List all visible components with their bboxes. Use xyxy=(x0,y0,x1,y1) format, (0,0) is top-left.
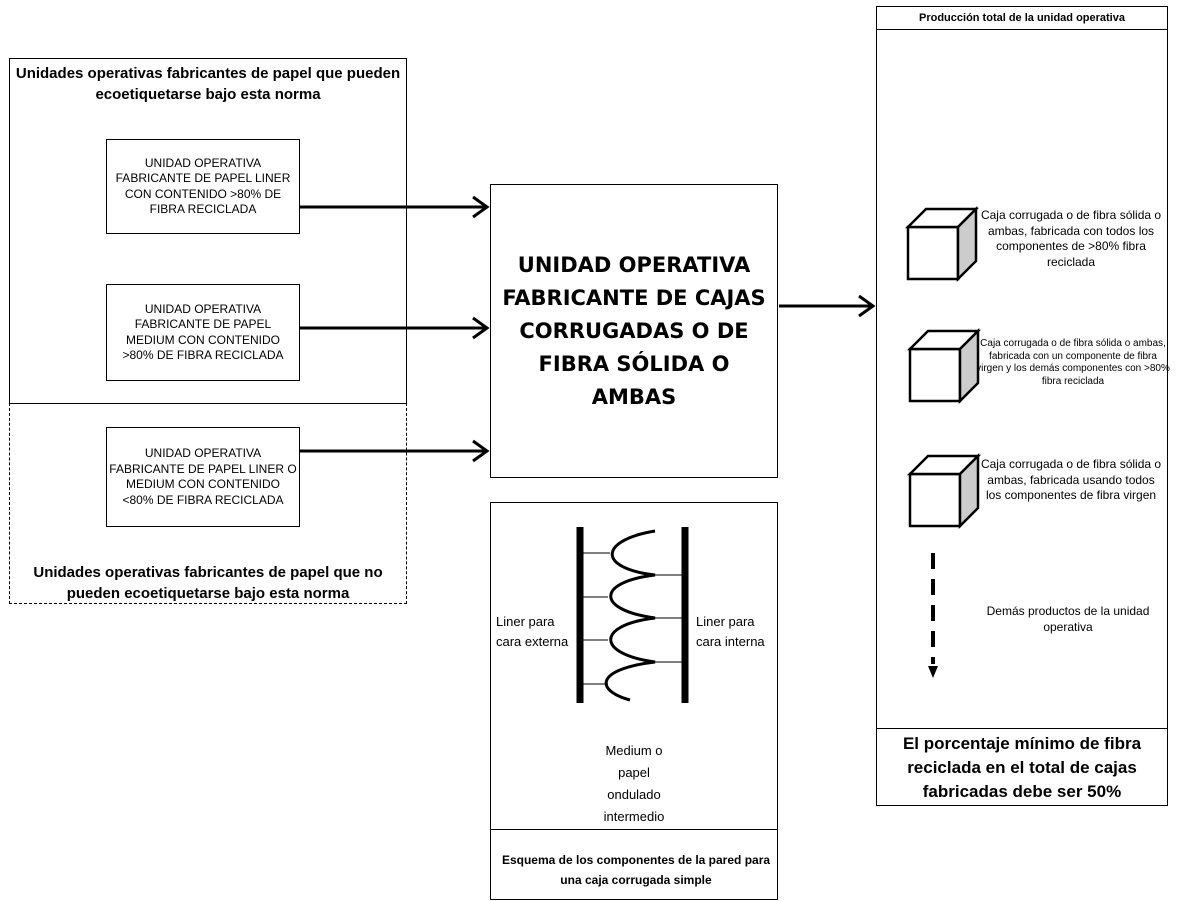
wall-schema-divider xyxy=(490,829,778,830)
dashed-arrow-down-icon xyxy=(928,553,938,678)
box-3d-icon xyxy=(908,454,980,528)
liner-external-label: Liner para cara externa xyxy=(496,614,569,649)
arrow-right-icon xyxy=(300,439,490,463)
box-manufacturer-unit: UNIDAD OPERATIVA FABRICANTE DE CAJAS COR… xyxy=(490,184,778,478)
other-products-text: Demás productos de la unidad operativa xyxy=(986,604,1150,634)
liner-internal-label: Liner para cara interna xyxy=(696,614,765,649)
unit-medium-box: UNIDAD OPERATIVA FABRICANTE DE PAPEL MED… xyxy=(106,284,300,381)
medium-label: Medium o papel ondulado intermedio xyxy=(603,743,665,824)
arrow-right-icon xyxy=(300,195,490,219)
unit-liner-box: UNIDAD OPERATIVA FABRICANTE DE PAPEL LIN… xyxy=(106,139,300,234)
eligible-units-title: Unidades operativas fabricantes de papel… xyxy=(15,65,401,103)
total-production-divider-bottom xyxy=(876,728,1168,729)
wall-schema-caption: Esquema de los componentes de la pared p… xyxy=(501,853,771,887)
arrow-right-icon xyxy=(300,316,490,340)
total-production-divider-top xyxy=(876,29,1168,30)
noneligible-units-frame xyxy=(9,403,407,604)
total-production-title: Producción total de la unidad operativa xyxy=(919,12,1125,24)
box-3d-icon xyxy=(906,207,978,281)
unit-low-fiber-box: UNIDAD OPERATIVA FABRICANTE DE PAPEL LIN… xyxy=(106,427,300,527)
product-all-virgin-text: Caja corrugada o de fibra sólida o ambas… xyxy=(980,457,1162,502)
box-3d-icon xyxy=(908,329,980,403)
arrow-right-icon xyxy=(779,294,876,318)
eligible-units-frame xyxy=(9,58,407,404)
product-all-recycled-text: Caja corrugada o de fibra sólida o ambas… xyxy=(980,208,1162,269)
wall-schema-frame xyxy=(490,502,778,900)
minimum-fiber-requirement: El porcentaje mínimo de fibra reciclada … xyxy=(902,734,1142,801)
total-production-frame xyxy=(876,6,1168,806)
product-one-virgin-text: Caja corrugada o de fibra sólida o ambas… xyxy=(976,338,1170,387)
noneligible-units-title: Unidades operativas fabricantes de papel… xyxy=(33,564,383,602)
corrugated-wall-schema xyxy=(576,527,689,703)
